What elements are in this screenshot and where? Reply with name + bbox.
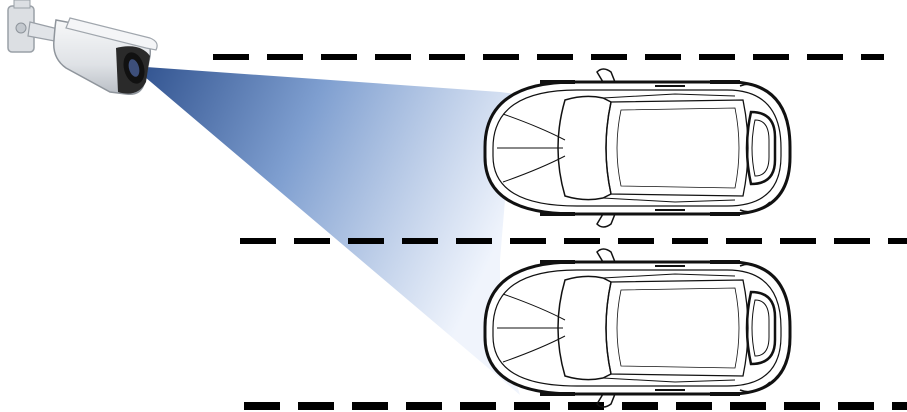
car-top-view-icon: [485, 249, 790, 407]
bullet-camera-icon: [8, 0, 157, 94]
camera-field-of-view: [132, 66, 525, 395]
car-top-view-icon: [485, 69, 790, 227]
